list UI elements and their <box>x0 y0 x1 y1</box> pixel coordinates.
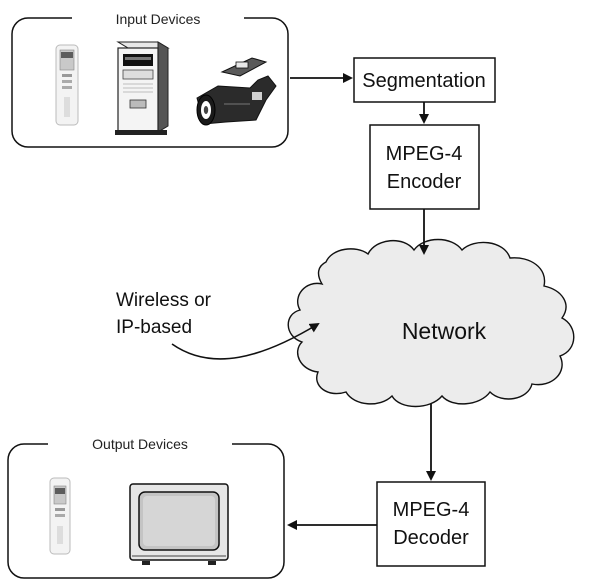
segmentation-label: Segmentation <box>362 70 485 92</box>
output-devices-group: Output Devices <box>7 434 285 579</box>
encoder-box <box>369 124 480 210</box>
handheld-device-icon <box>55 44 79 126</box>
decoder-label-line1: MPEG-4 <box>393 499 470 521</box>
decoder-box <box>376 481 486 567</box>
network-cloud-shape <box>287 238 575 408</box>
decoder-node: MPEG-4 Decoder <box>376 481 486 567</box>
television-monitor-icon <box>129 483 229 565</box>
network-note-arrow <box>171 322 320 360</box>
output-devices-label: Output Devices <box>92 436 188 452</box>
network-note-line1: Wireless or <box>116 290 212 311</box>
handheld-device-icon <box>49 477 71 555</box>
network-note-line2: IP-based <box>116 317 192 338</box>
segmentation-node: Segmentation <box>353 57 496 103</box>
video-camera-icon <box>196 57 277 126</box>
encoder-label-line2: Encoder <box>387 171 462 193</box>
desktop-tower-icon <box>115 41 170 135</box>
encoder-node: MPEG-4 Encoder <box>369 124 480 210</box>
decoder-label-line2: Decoder <box>393 527 469 549</box>
input-devices-group: Input Devices <box>11 9 289 148</box>
network-note: Wireless or IP-based <box>116 290 320 360</box>
encoder-label-line1: MPEG-4 <box>386 143 463 165</box>
network-cloud: Network <box>287 238 575 408</box>
input-devices-label: Input Devices <box>116 11 201 27</box>
network-label: Network <box>402 318 487 344</box>
